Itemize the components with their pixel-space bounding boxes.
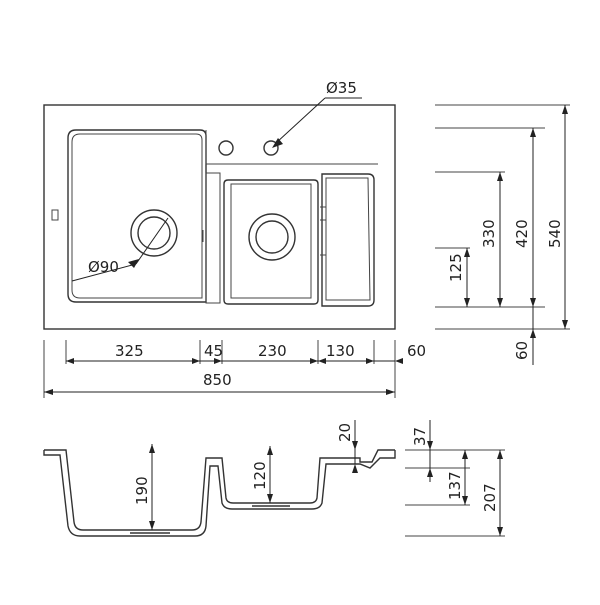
label-width-overall: 850 xyxy=(203,371,232,389)
left-bowl-outer xyxy=(67,129,207,303)
label-height-bottom-margin: 60 xyxy=(513,341,531,360)
arrow-190-bottom xyxy=(149,521,155,530)
leader-d35 xyxy=(275,97,326,144)
top-view: Ø35 Ø90 325 45 230 130 60 850 xyxy=(43,79,570,398)
drain-left-inner xyxy=(137,216,171,250)
arrow-330-bottom xyxy=(497,298,503,307)
leader-d90 xyxy=(71,263,137,282)
arrow-420-top xyxy=(530,128,536,137)
drainer-inner xyxy=(325,177,371,301)
arrow-20-bottom xyxy=(352,464,358,473)
arrow-h3 xyxy=(214,358,222,364)
label-drain-diameter: Ø90 xyxy=(88,258,119,276)
arrow-h2 xyxy=(192,358,200,364)
arrow-125-bottom xyxy=(464,298,470,307)
arrow-125-top xyxy=(464,248,470,257)
right-bowl-inner xyxy=(230,183,312,299)
drain-right-outer xyxy=(248,213,296,261)
arrow-h4 xyxy=(310,358,318,364)
label-width-right-bowl: 230 xyxy=(258,342,287,360)
label-width-divider: 45 xyxy=(204,342,223,360)
label-depth-small-bowl: 120 xyxy=(251,461,269,490)
arrow-h6 xyxy=(366,358,374,364)
arrow-37-bottom xyxy=(427,468,433,477)
section-profile-bottom xyxy=(43,450,396,537)
section-view: 190 120 20 37 137 207 xyxy=(43,420,505,537)
label-depth-large-bowl: 190 xyxy=(133,476,151,505)
left-bowl-inner xyxy=(71,133,203,299)
leader-d90-arrow xyxy=(128,259,139,268)
label-drainer-depth: 20 xyxy=(336,423,354,442)
arrow-20-top xyxy=(352,441,358,450)
leader-d35-arrow xyxy=(272,138,283,148)
arrow-190-top xyxy=(149,444,155,453)
label-depth-137: 137 xyxy=(446,471,464,500)
overflow-slot xyxy=(51,209,59,221)
arrow-137-top xyxy=(462,450,468,459)
drain-left-outer xyxy=(130,209,178,257)
arrow-overall-left xyxy=(44,389,53,395)
label-height-bowl: 330 xyxy=(480,219,498,248)
label-depth-overall: 207 xyxy=(481,483,499,512)
arrow-540-top xyxy=(562,105,568,114)
label-deck-thickness: 37 xyxy=(411,427,429,446)
divider xyxy=(205,172,221,304)
sink-outline xyxy=(43,104,396,330)
tap-hole-left xyxy=(218,140,234,156)
label-width-drainer: 130 xyxy=(326,342,355,360)
drain-right-inner xyxy=(255,220,289,254)
arrow-207-top xyxy=(497,450,503,459)
tap-deck-edge xyxy=(205,130,378,165)
arrow-overall-right xyxy=(386,389,395,395)
label-height-overall: 540 xyxy=(546,219,564,248)
label-height-drainer-offset: 125 xyxy=(447,253,465,282)
label-height-bowl-outer: 420 xyxy=(513,219,531,248)
arrow-60 xyxy=(530,329,536,338)
arrow-h7 xyxy=(395,358,403,364)
label-width-left-bowl: 325 xyxy=(115,342,144,360)
arrow-120-bottom xyxy=(267,494,273,503)
arrow-37-top xyxy=(427,441,433,450)
arrow-120-top xyxy=(267,446,273,455)
arrow-137-bottom xyxy=(462,496,468,505)
arrow-207-bottom xyxy=(497,527,503,536)
arrow-h5 xyxy=(318,358,326,364)
arrow-330-top xyxy=(497,172,503,181)
leader-d90-diag xyxy=(135,217,169,265)
right-bowl-outer xyxy=(223,179,319,305)
label-width-right-margin: 60 xyxy=(407,342,426,360)
arrow-h1 xyxy=(66,358,74,364)
section-profile-top xyxy=(44,449,395,531)
tap-hole-right xyxy=(263,140,279,156)
label-tap-hole-diameter: Ø35 xyxy=(326,79,357,97)
drainer-outer xyxy=(321,173,375,307)
arrow-420-bottom xyxy=(530,298,536,307)
arrow-540-bottom xyxy=(562,320,568,329)
